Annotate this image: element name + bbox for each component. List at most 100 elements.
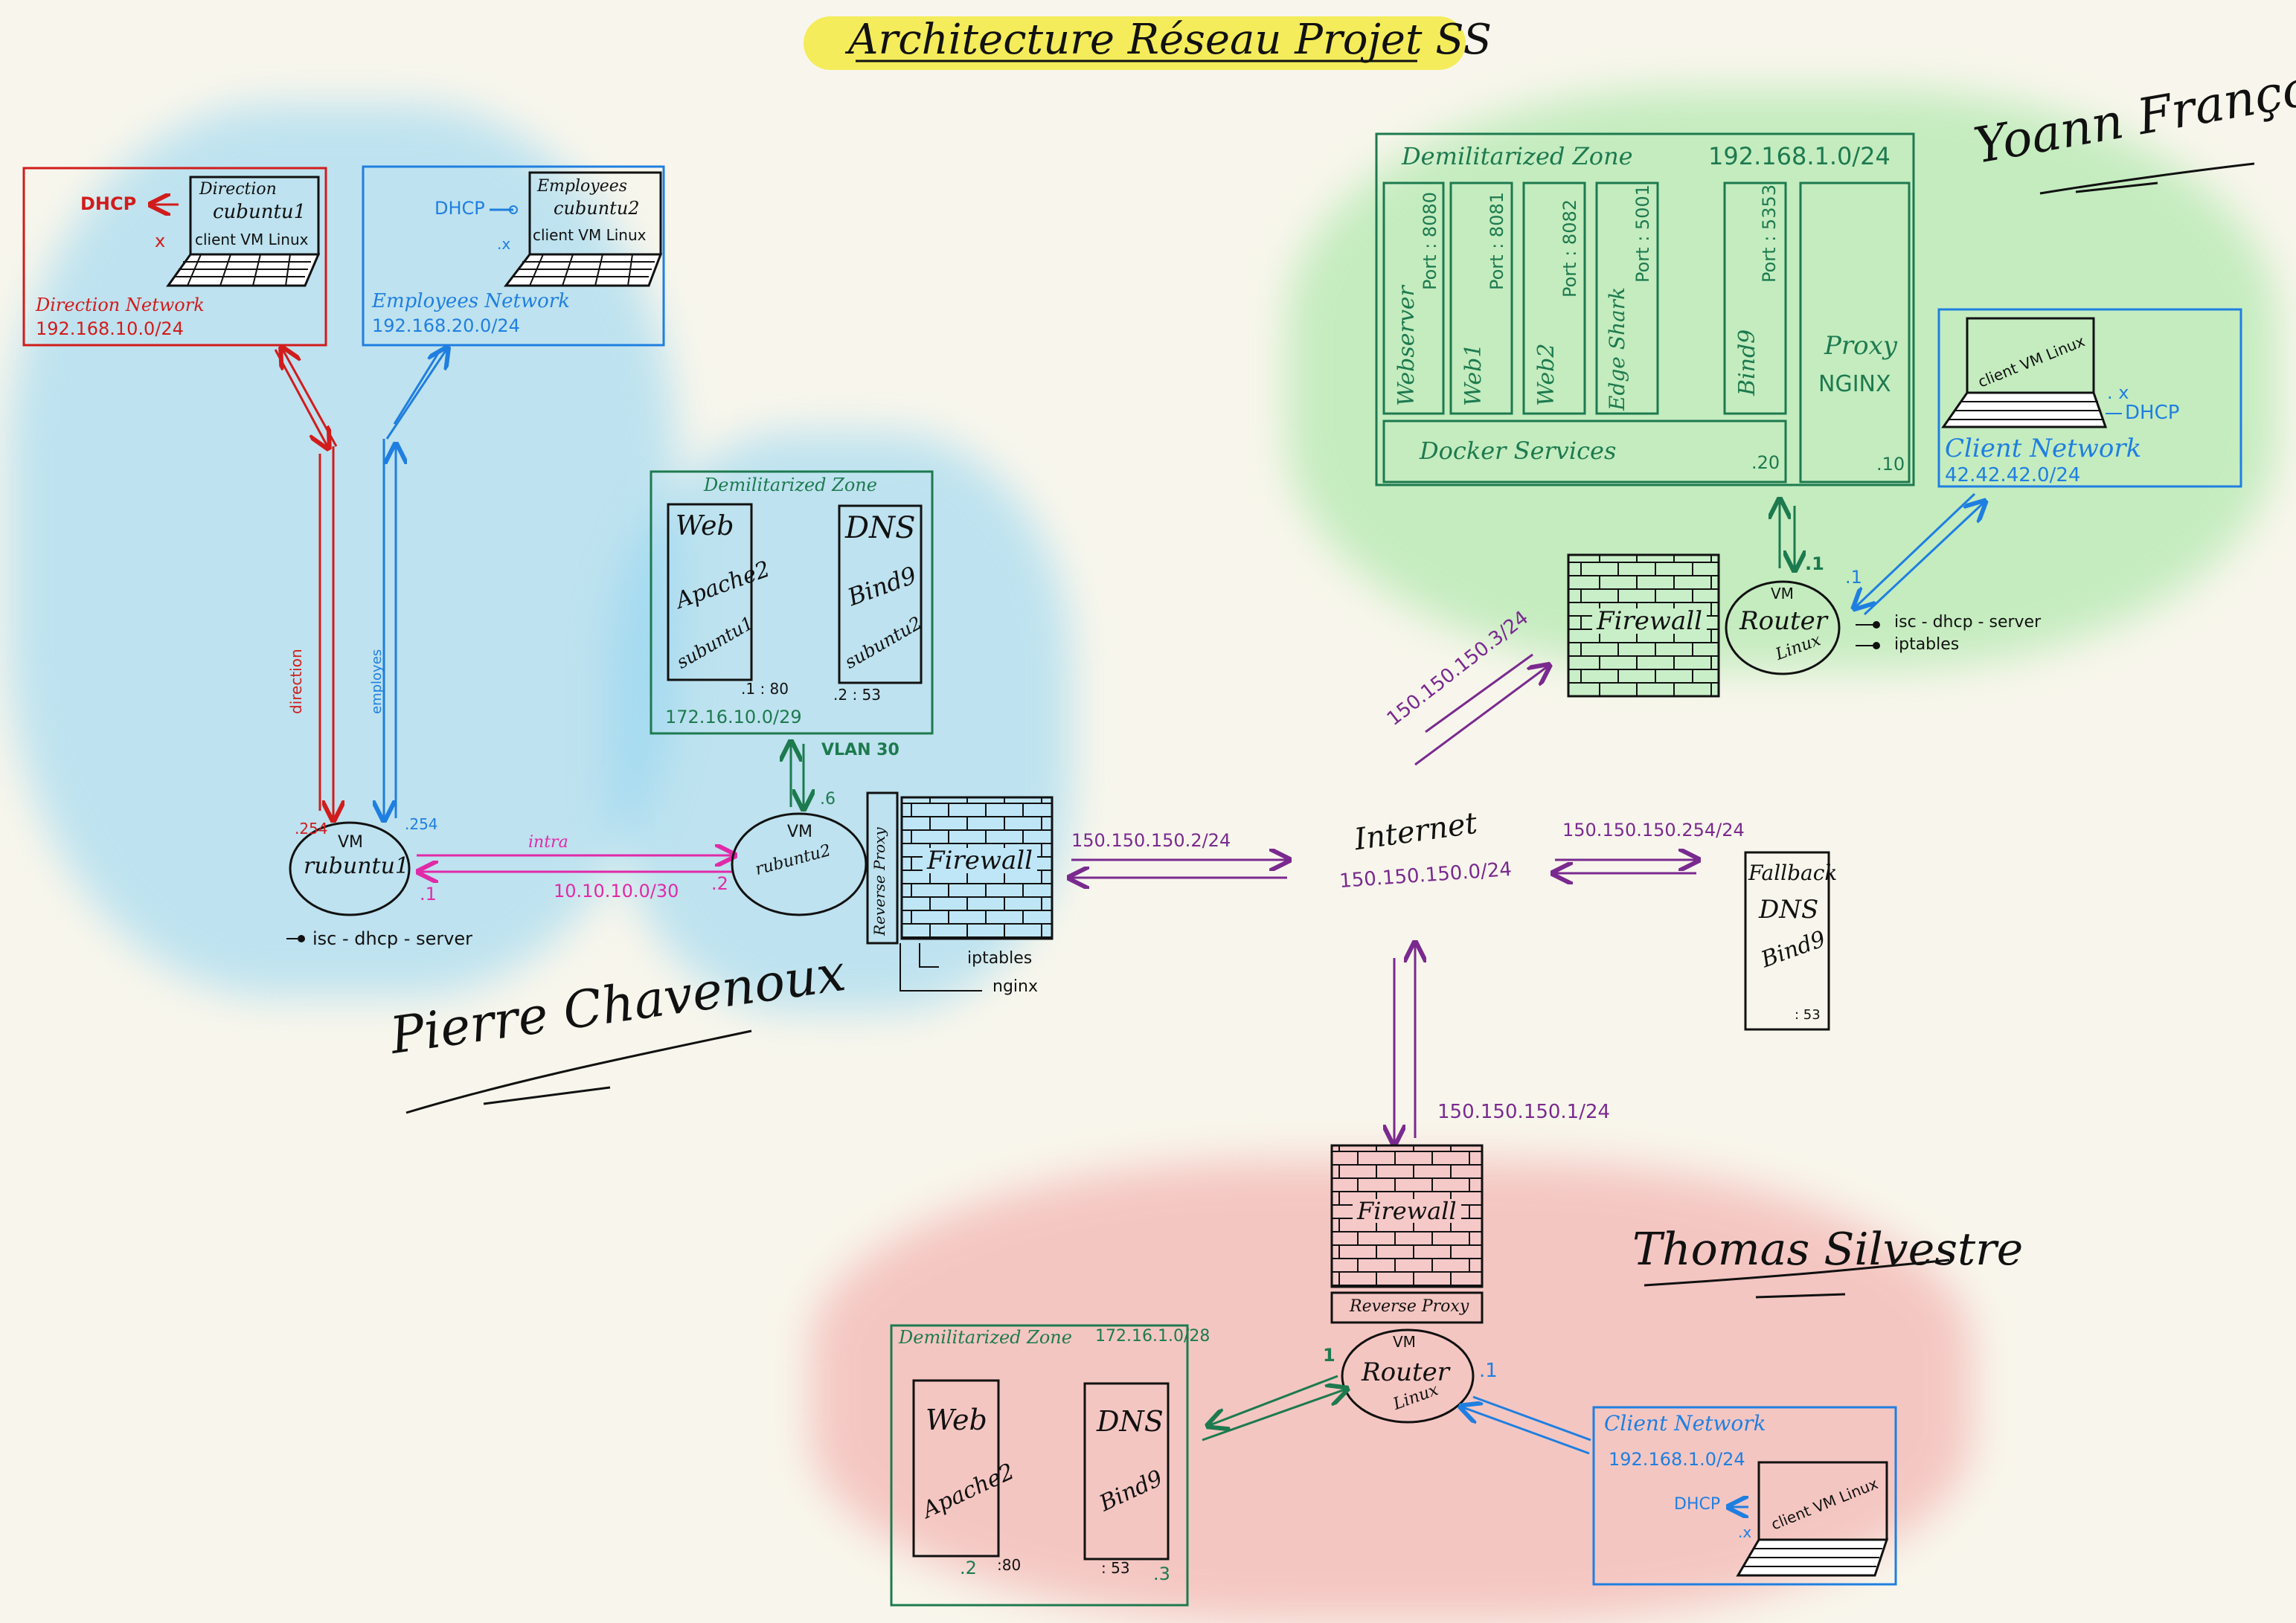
left-dmz-web-port: .1 : 80 bbox=[741, 680, 789, 698]
employees-dhcp-dot bbox=[509, 205, 518, 214]
bottom-dmz-box bbox=[890, 1324, 1189, 1607]
rubuntu1-intra-ip: .1 bbox=[420, 884, 437, 904]
top-right-router-dmz-ip: .1 bbox=[1805, 553, 1824, 574]
left-dmz-box bbox=[650, 470, 934, 735]
left-wan-ip: 150.150.150.2/24 bbox=[1071, 830, 1231, 851]
direction-vm-desc: client VM Linux bbox=[195, 231, 309, 248]
proxy-nginx-box bbox=[1799, 181, 1911, 483]
signature-thomas: Thomas Silvestre bbox=[1632, 1224, 2024, 1276]
left-dmz-title: Demilitarized Zone bbox=[704, 475, 877, 495]
left-firewall-label: Firewall bbox=[923, 848, 1037, 873]
fallback-dns-label: DNS bbox=[1759, 895, 1819, 925]
employees-router-ip: .254 bbox=[405, 815, 438, 833]
left-vlan-label: VLAN 30 bbox=[821, 741, 900, 759]
top-right-client-router-link-2 bbox=[1863, 503, 1984, 616]
direction-vm-title: Direction bbox=[199, 180, 277, 199]
rubuntu1-service-dot bbox=[298, 935, 305, 942]
left-dmz-dns-label: DNS bbox=[845, 511, 916, 545]
left-reverse-proxy-box bbox=[866, 791, 899, 945]
employees-vm-desc: client VM Linux bbox=[533, 226, 647, 244]
direction-vm-name: cubuntu1 bbox=[213, 201, 307, 223]
bottom-client-network-box bbox=[1592, 1406, 1897, 1586]
bottom-dmz-router-link-1 bbox=[1202, 1389, 1345, 1442]
top-right-client-network-cidr: 42.42.42.0/24 bbox=[1945, 464, 2081, 486]
dmz-service-edgeshark-box bbox=[1595, 181, 1659, 415]
employees-dhcp-label: DHCP bbox=[434, 198, 485, 219]
bottom-dmz-cidr: 172.16.1.0/28 bbox=[1095, 1327, 1210, 1346]
bottom-dmz-dns-label: DNS bbox=[1097, 1405, 1164, 1438]
left-vlan-ip: .6 bbox=[820, 790, 836, 809]
dmz-service-bind9-label: Bind9 bbox=[1734, 329, 1760, 396]
left-dmz-web-box bbox=[667, 503, 753, 681]
employees-x-mark: .x bbox=[497, 235, 511, 253]
pierre-signature-underline bbox=[405, 1029, 752, 1114]
employees-network-name: Employees Network bbox=[372, 290, 570, 312]
top-right-router-service-dot-2 bbox=[1873, 642, 1880, 649]
bottom-router-vm-label: VM bbox=[1393, 1333, 1416, 1351]
bottom-dmz-router-link-2 bbox=[1210, 1375, 1338, 1425]
rubuntu2-vm-label: VM bbox=[787, 823, 813, 841]
top-right-router-client-ip: .1 bbox=[1845, 567, 1862, 588]
top-right-firewall-label: Firewall bbox=[1592, 608, 1707, 634]
employees-link-label: employes bbox=[369, 649, 385, 714]
left-dmz-web-label: Web bbox=[676, 511, 734, 541]
employees-network-box bbox=[362, 165, 665, 347]
top-right-router-service-dhcp: isc - dhcp - server bbox=[1894, 613, 2042, 631]
top-right-dmz-title: Demilitarized Zone bbox=[1402, 142, 1633, 170]
fallback-link-ip: 150.150.150.254/24 bbox=[1562, 820, 1745, 841]
bottom-reverse-proxy-label: Reverse Proxy bbox=[1350, 1297, 1469, 1316]
dmz-service-webserver-port: Port : 8080 bbox=[1420, 192, 1440, 290]
bottom-client-x-mark: .x bbox=[1738, 1523, 1752, 1541]
top-right-client-x-mark: . x bbox=[2107, 382, 2129, 403]
rubuntu1-vm-label: VM bbox=[338, 833, 364, 852]
direction-network-name: Direction Network bbox=[36, 295, 205, 315]
fallback-dns-box bbox=[1744, 851, 1830, 1031]
employees-network-cidr: 192.168.20.0/24 bbox=[372, 315, 520, 336]
dmz-service-web2-label: Web2 bbox=[1533, 343, 1559, 406]
green-zone-background bbox=[1287, 89, 2277, 669]
page-title: Architecture Réseau Projet SS bbox=[848, 16, 1492, 64]
bottom-wan-ip: 150.150.150.1/24 bbox=[1437, 1101, 1611, 1123]
dmz-service-edgeshark-port: Port : 5001 bbox=[1632, 184, 1653, 283]
bottom-dmz-dns-port: : 53 bbox=[1101, 1559, 1130, 1577]
direction-link-label: direction bbox=[287, 649, 305, 714]
employees-diag-link-2 bbox=[393, 349, 442, 425]
bottom-dmz-dns-box bbox=[1083, 1382, 1170, 1561]
bottom-client-dhcp: DHCP bbox=[1674, 1495, 1721, 1514]
title-highlight bbox=[804, 16, 1466, 70]
yoann-signature-underline bbox=[2039, 162, 2255, 195]
left-reverse-proxy-label: Reverse Proxy bbox=[870, 827, 888, 936]
thomas-signature-dash bbox=[1755, 1293, 1846, 1299]
pierre-signature-dash bbox=[483, 1086, 611, 1105]
proxy-software: NGINX bbox=[1818, 371, 1891, 397]
left-dmz-cidr: 172.16.10.0/29 bbox=[665, 707, 802, 727]
direction-router-ip: .254 bbox=[295, 820, 328, 838]
top-right-dmz-cidr: 192.168.1.0/24 bbox=[1708, 142, 1891, 170]
rubuntu1-node bbox=[289, 821, 411, 916]
dmz-service-web2-box bbox=[1522, 181, 1586, 415]
bottom-router-name: Router bbox=[1362, 1357, 1450, 1387]
top-right-client-network-name: Client Network bbox=[1945, 434, 2142, 463]
docker-services-ip: .20 bbox=[1751, 452, 1780, 473]
bottom-reverse-proxy-box bbox=[1330, 1291, 1484, 1324]
intra-link-label: intra bbox=[528, 833, 568, 852]
dmz-service-web2-port: Port : 8082 bbox=[1559, 199, 1580, 298]
bottom-dmz-web-label: Web bbox=[926, 1404, 987, 1436]
bottom-dmz-web-box bbox=[912, 1379, 1000, 1558]
top-right-client-dhcp: DHCP bbox=[2125, 402, 2180, 424]
top-right-client-router-link-1 bbox=[1856, 492, 1976, 607]
left-firewall-service-nginx: nginx bbox=[993, 977, 1038, 996]
intra-link-cidr: 10.10.10.0/30 bbox=[554, 881, 679, 902]
top-right-router-name: Router bbox=[1739, 606, 1828, 636]
blue-zone-background bbox=[7, 104, 677, 997]
top-right-dmz-box bbox=[1375, 132, 1915, 486]
employees-diag-link-1 bbox=[385, 350, 446, 440]
left-firewall-services-bracket bbox=[900, 943, 982, 992]
thomas-signature-underline bbox=[1644, 1259, 1950, 1287]
bottom-firewall-label: Firewall bbox=[1353, 1199, 1461, 1223]
bottom-dmz-web-ip: .2 bbox=[960, 1558, 977, 1578]
left-dmz-dns-box bbox=[838, 504, 923, 684]
proxy-ip: .10 bbox=[1876, 454, 1905, 475]
dmz-service-webserver-box bbox=[1382, 181, 1445, 415]
